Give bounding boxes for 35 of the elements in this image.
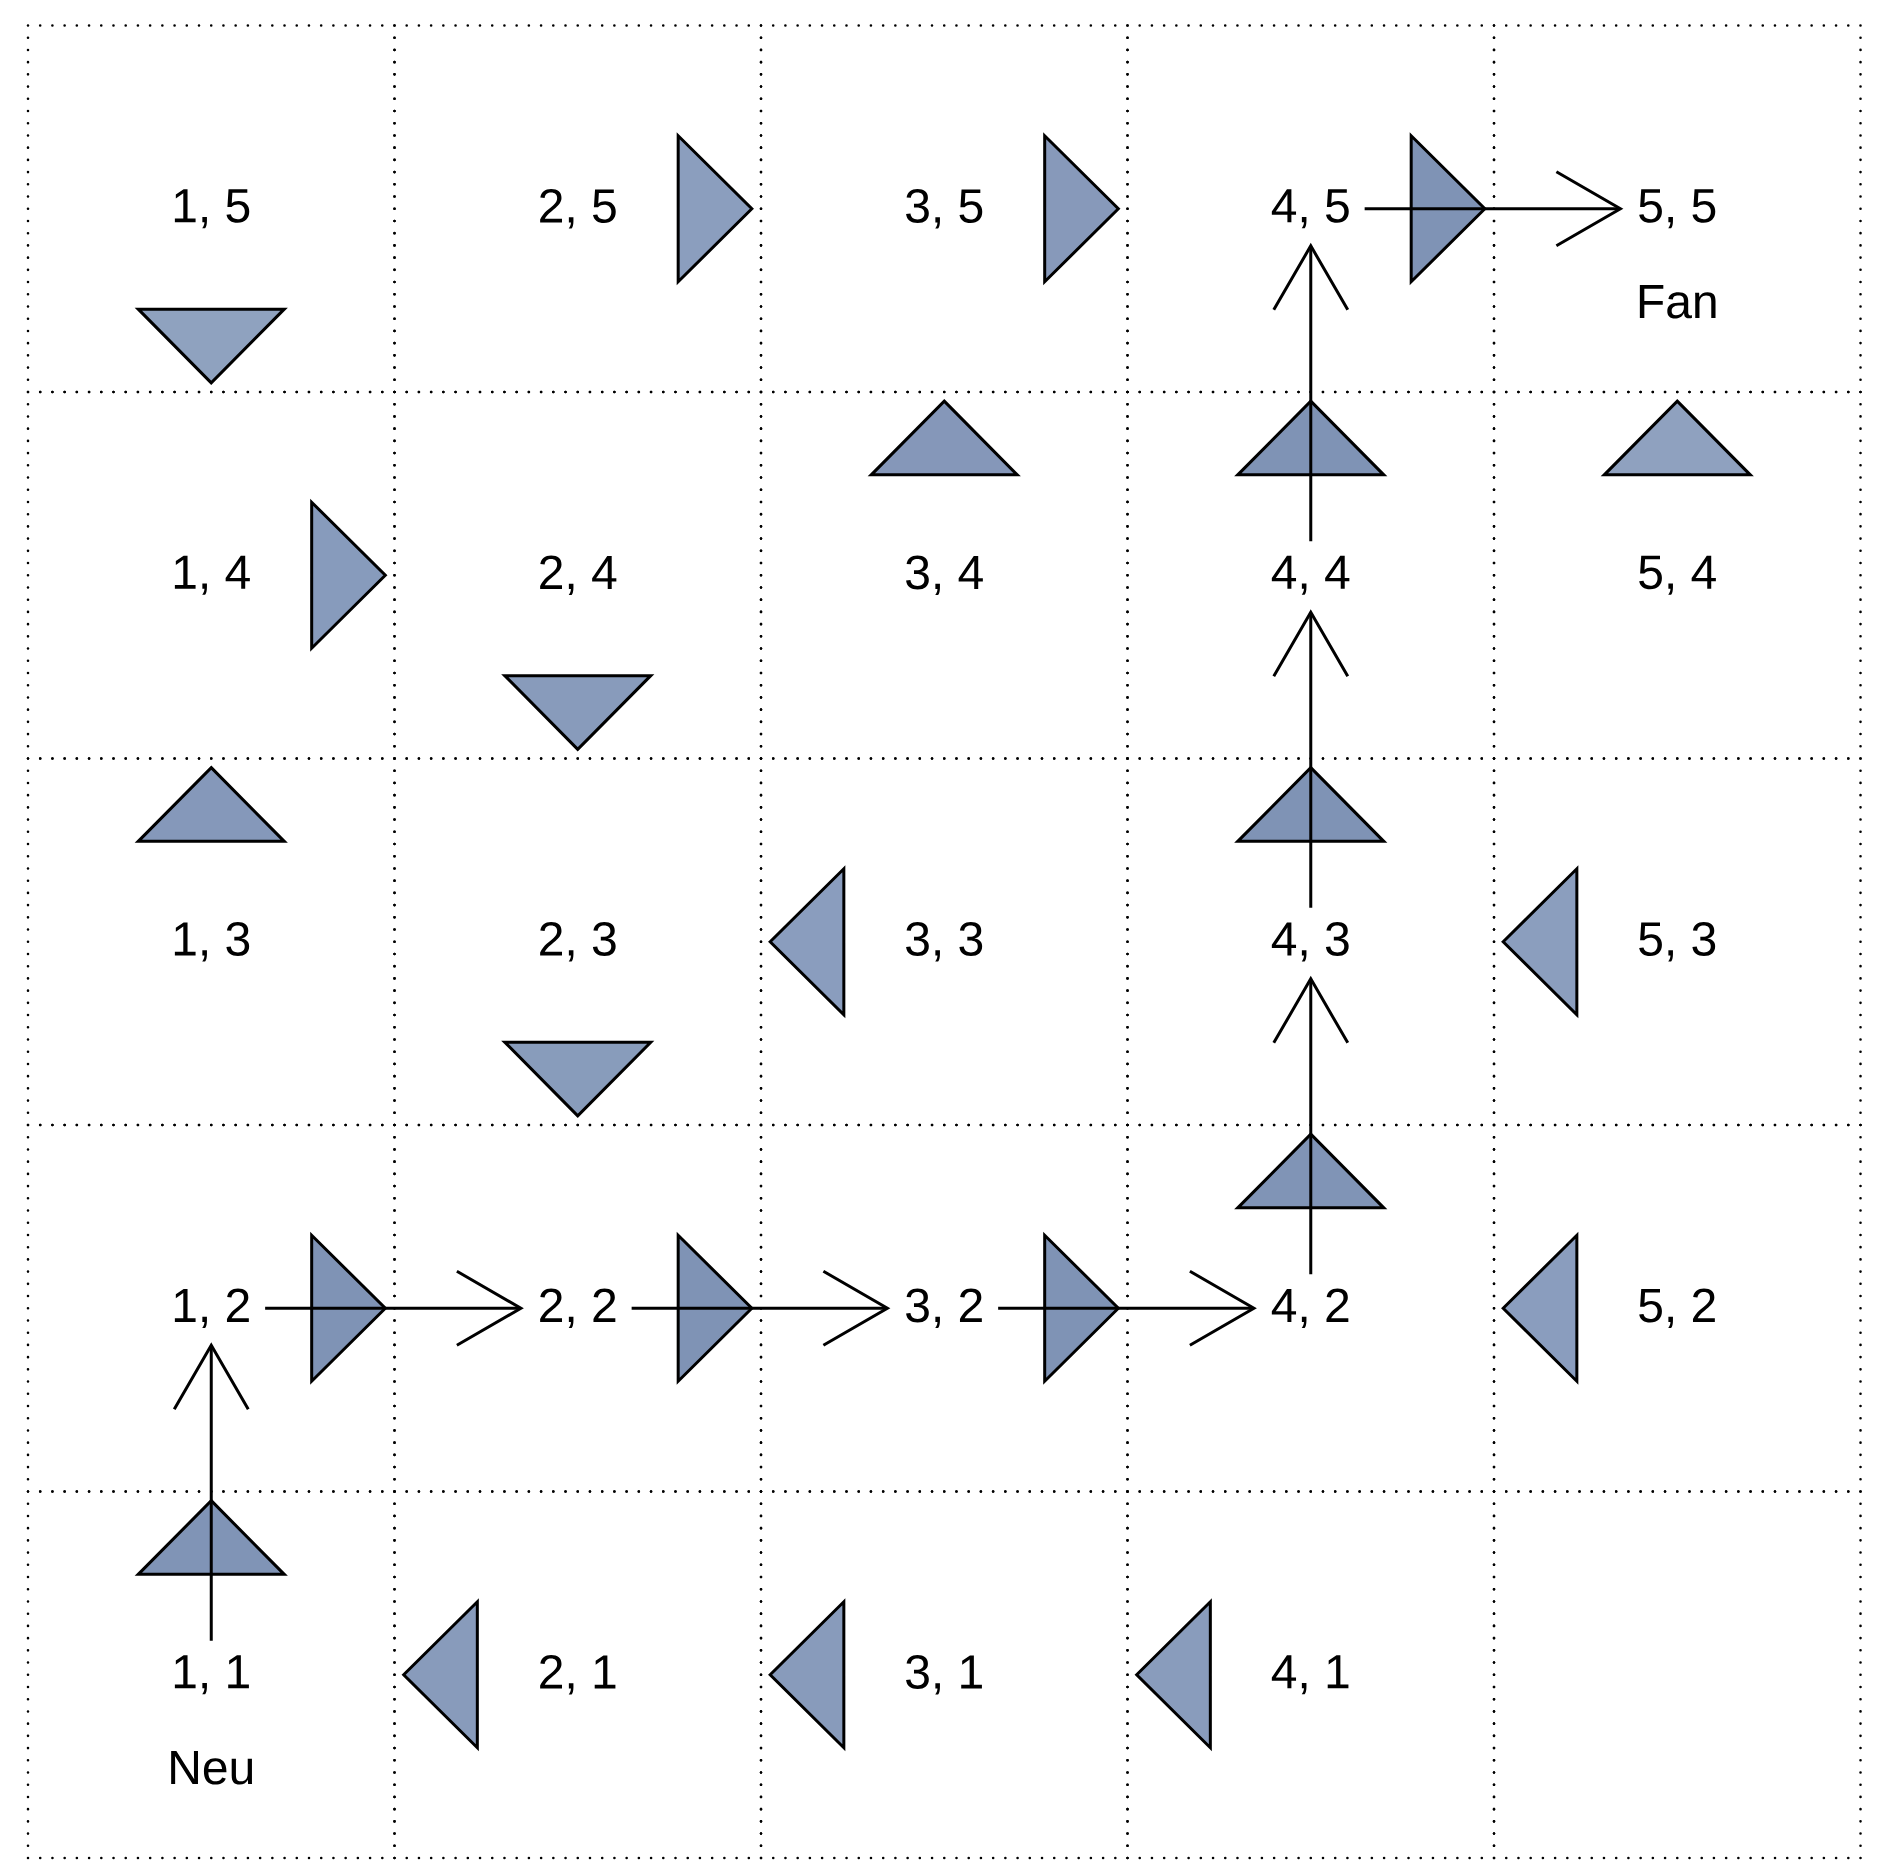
grid-cell: 3, 4 [759,390,1129,760]
grid-cell [1492,1490,1862,1860]
arrow [1272,975,1350,1275]
state-label: Neu [171,1751,253,1785]
arrow [631,1269,891,1347]
grid-cell: 1, 4 [26,390,396,760]
grid-cell: 2, 5 [393,24,763,394]
grid-cell: 1, 5 [26,24,396,394]
arrow [998,1269,1257,1347]
grid-cell: 2, 2 [393,1123,763,1493]
arrow [1272,609,1350,908]
grid-cell: 5, 5 Fan [1492,24,1862,394]
grid-cell: 4, 1 [1126,1490,1496,1860]
grid-cell: 3, 2 [759,1123,1129,1493]
grid-cell: 2, 3 [393,757,763,1127]
arrow [172,1342,250,1641]
arrow [1364,170,1624,248]
grid-cell: 5, 4 [1492,390,1862,760]
grid-cell: 3, 1 [759,1490,1129,1860]
state-label: Fan [1639,285,1716,319]
arrow [1272,242,1350,542]
grid-cell: 3, 3 [759,757,1129,1127]
grid-cell: 4, 5 [1126,24,1496,394]
grid-cell: 1, 1 Neu [26,1490,396,1860]
grid-cell: 1, 3 [26,757,396,1127]
grid-cell: 2, 4 [393,390,763,760]
arrow [265,1269,524,1347]
grid-cell: 4, 4 [1126,390,1496,760]
grid-cell: 4, 3 [1126,757,1496,1127]
grid-cell: 4, 2 [1126,1123,1496,1493]
grid-cell: 5, 3 [1492,757,1862,1127]
grid-cell: 3, 5 [759,24,1129,394]
grid-cell: 5, 2 [1492,1123,1862,1493]
grid-cell: 1, 2 [26,1123,396,1493]
grid-cell: 2, 1 [393,1490,763,1860]
